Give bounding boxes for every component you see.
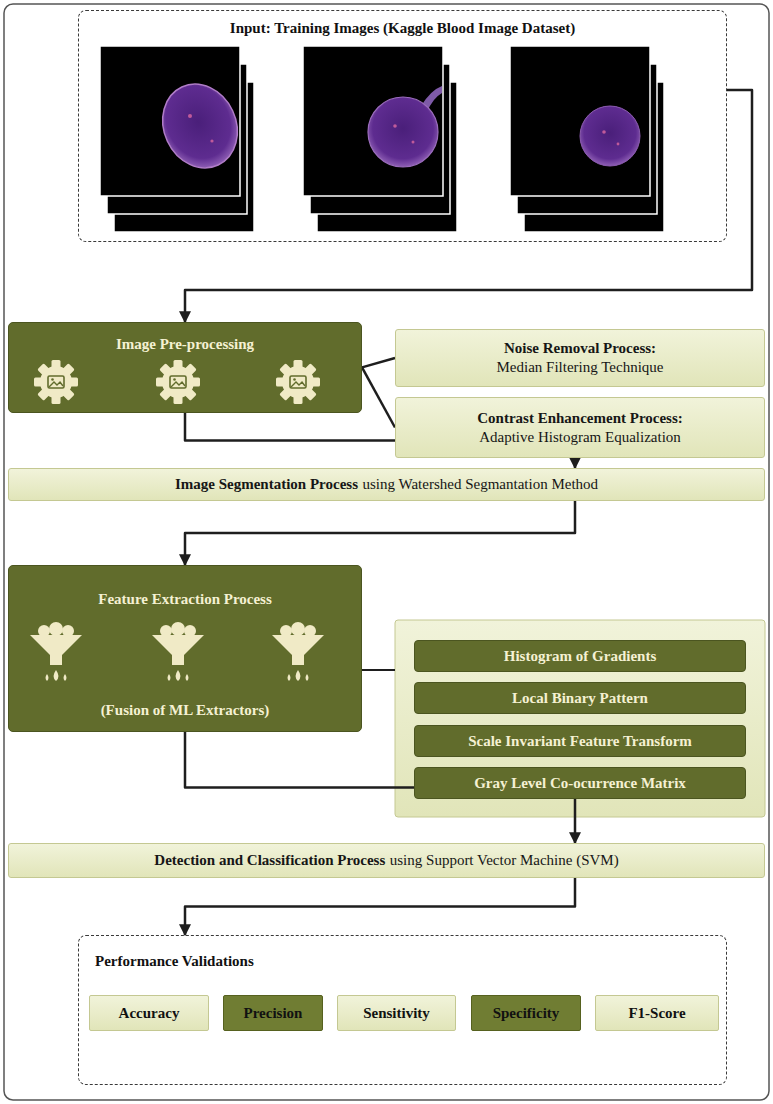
node-body: using Watershed Segmantation Method bbox=[362, 475, 598, 494]
flow-arrow bbox=[185, 501, 575, 565]
process-box: Image Pre-processing bbox=[8, 322, 362, 413]
node-heading: F1-Score bbox=[628, 1004, 685, 1023]
node-heading: Specificity bbox=[493, 1004, 560, 1023]
node-heading: Scale Invariant Feature Transform bbox=[468, 732, 692, 751]
extractor-panel bbox=[395, 620, 765, 817]
outer-frame bbox=[4, 4, 769, 1100]
process-band: Image Segmentation Processusing Watershe… bbox=[8, 468, 765, 501]
node-body: (Fusion of ML Extractors) bbox=[101, 701, 270, 720]
method-box: Noise Removal Process:Median Filtering T… bbox=[395, 329, 765, 387]
node-heading: Feature Extraction Process bbox=[98, 590, 272, 609]
flow-arrow bbox=[362, 358, 395, 367]
process-box: Feature Extraction Process (Fusion of ML… bbox=[8, 565, 362, 732]
method-box: Contrast Enhancement Process:Adaptive Hi… bbox=[395, 397, 765, 458]
metric-box: F1-Score bbox=[595, 995, 719, 1031]
metric-box: Sensitivity bbox=[337, 995, 456, 1031]
funnel-icons bbox=[9, 617, 361, 687]
flow-arrow bbox=[362, 367, 395, 427]
extractor-box: Local Binary Pattern bbox=[414, 682, 746, 714]
node-heading: Image Segmentation Process bbox=[175, 475, 358, 494]
node-heading: Detection and Classification Process bbox=[154, 851, 385, 870]
panel-link bbox=[362, 669, 395, 671]
node-heading: Contrast Enhancement Process: bbox=[477, 409, 683, 428]
validation-panel: Performance ValidationsAccuracy Precision… bbox=[78, 935, 727, 1085]
node-heading: Accuracy bbox=[119, 1004, 180, 1023]
metric-box: Precision bbox=[223, 995, 323, 1031]
node-heading: Image Pre-processing bbox=[116, 335, 254, 354]
node-body: Median Filtering Technique bbox=[497, 358, 664, 377]
node-heading: Local Binary Pattern bbox=[512, 689, 648, 708]
node-heading: Sensitivity bbox=[363, 1004, 430, 1023]
node-heading: Noise Removal Process: bbox=[504, 339, 656, 358]
blood-cell-images bbox=[79, 44, 726, 234]
gear-icons bbox=[9, 358, 361, 406]
node-heading: Input: Training Images (Kaggle Blood Ima… bbox=[230, 19, 575, 38]
metric-box: Specificity bbox=[471, 995, 581, 1031]
flow-arrow bbox=[185, 90, 752, 322]
extractor-box: Scale Invariant Feature Transform bbox=[414, 725, 746, 757]
node-body: Adaptive Histogram Equalization bbox=[479, 428, 681, 447]
flow-arrow bbox=[185, 878, 575, 935]
node-heading: Histogram of Gradients bbox=[504, 647, 656, 666]
node-heading: Precision bbox=[244, 1004, 303, 1023]
process-band: Detection and Classification Process usin… bbox=[8, 843, 765, 878]
metric-box: Accuracy bbox=[89, 995, 209, 1031]
node-body: using Support Vector Machine (SVM) bbox=[390, 851, 619, 870]
extractor-box: Gray Level Co-ocurrence Matrix bbox=[414, 767, 746, 799]
input-panel: Input: Training Images (Kaggle Blood Ima… bbox=[78, 10, 727, 242]
node-heading: Gray Level Co-ocurrence Matrix bbox=[474, 774, 686, 793]
node-heading: Performance Validations bbox=[95, 952, 254, 971]
extractor-box: Histogram of Gradients bbox=[414, 640, 746, 672]
